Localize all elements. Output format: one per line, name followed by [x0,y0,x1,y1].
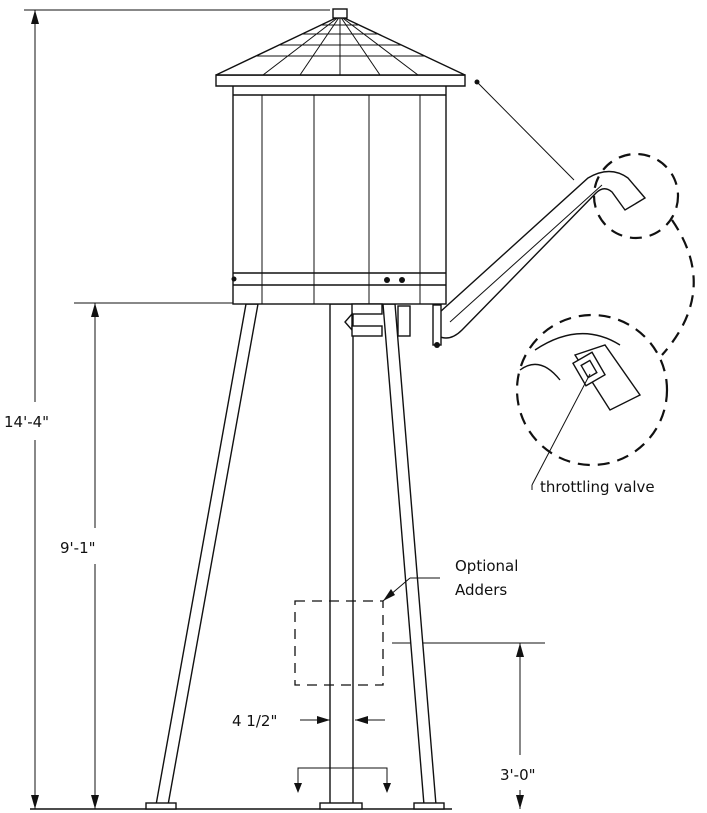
center-foot [319,802,363,810]
adder-height-dimension: 3'-0" [392,642,545,809]
tank-body [231,83,447,305]
spout [397,170,647,348]
optional-adders-outline: Optional Adders [294,557,518,686]
left-foot [145,802,177,810]
adder-height-label: 3'-0" [500,766,536,784]
pipe-diameter-dimension: 4 1/2" [232,712,385,730]
leg-height-dimension: 9'-1" [60,302,234,809]
overall-height-label: 14'-4" [4,413,49,431]
tower-legs [145,303,445,810]
right-leg [382,303,437,806]
tank-bolt [399,277,405,283]
tank-outlet-fittings [344,303,383,337]
optional-adders-label-line1: Optional [455,557,518,575]
guy-wire [476,81,575,181]
roof-finial [332,8,348,19]
pipe-diameter-label: 4 1/2" [232,712,277,730]
valve-location-circle [592,152,680,240]
valve-detail-callout: throttling valve [515,152,695,496]
center-pipe [329,303,354,807]
right-foot [413,802,445,810]
tank-bolt [384,277,390,283]
tank-roof [215,8,466,87]
overall-height-dimension: 14'-4" [4,9,330,809]
optional-adders-label-line2: Adders [455,581,507,599]
drain-fitting [294,767,391,793]
valve-detail-circle [515,313,669,467]
throttling-valve-label: throttling valve [540,478,655,496]
leg-height-label: 9'-1" [60,539,96,557]
